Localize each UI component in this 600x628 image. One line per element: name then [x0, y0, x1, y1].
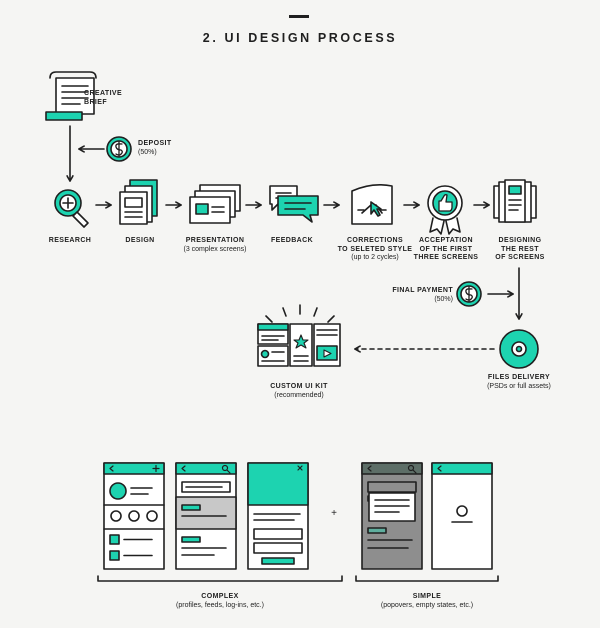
simple-label: SIMPLE(popovers, empty states, etc.) [380, 593, 474, 609]
complex-wireframe-feed [175, 462, 237, 570]
final-payment-coin-icon [456, 281, 482, 307]
corrections-cursor-icon [351, 184, 393, 225]
design-pages-icon [119, 179, 158, 225]
feedback-bubbles-icon [269, 185, 319, 223]
presentation-screens-icon [189, 184, 241, 224]
files-delivery-label: FILES DELIVERY(PSDs or full assets) [487, 374, 551, 390]
acceptation-thumbs-up-icon [427, 185, 463, 235]
complex-wireframe-login [247, 462, 309, 570]
creative-brief-icon [45, 71, 97, 121]
complex-wireframe-profile [103, 462, 165, 570]
step-feedback-label: FEEDBACK [270, 237, 314, 244]
deposit-coin-icon [106, 136, 132, 162]
research-magnifier-icon [54, 189, 89, 228]
complex-bracket [97, 575, 343, 582]
files-delivery-disc-icon [499, 329, 539, 369]
designing-rest-icon [493, 179, 537, 223]
simple-wireframe-popover [361, 462, 423, 570]
deposit-label: DEPOSIT(50%) [138, 140, 172, 156]
step-presentation-label: PRESENTATION(3 complex screens) [183, 237, 247, 253]
plus-sign: + [331, 508, 337, 519]
step-research-label: RESEARCH [48, 237, 92, 244]
complex-label: COMPLEX(profiles, feeds, log-ins, etc.) [176, 593, 264, 609]
custom-ui-kit-label: CUSTOM UI KIT(recommended) [270, 383, 328, 399]
simple-wireframe-empty-state [431, 462, 493, 570]
step-design-label: DESIGN [125, 237, 155, 244]
title-dash [289, 15, 309, 18]
simple-bracket [355, 575, 499, 582]
page-title: 2. UI DESIGN PROCESS [202, 31, 398, 45]
final-payment-label: FINAL PAYMENT(50%) [392, 287, 453, 303]
custom-ui-kit-icon [257, 304, 341, 367]
